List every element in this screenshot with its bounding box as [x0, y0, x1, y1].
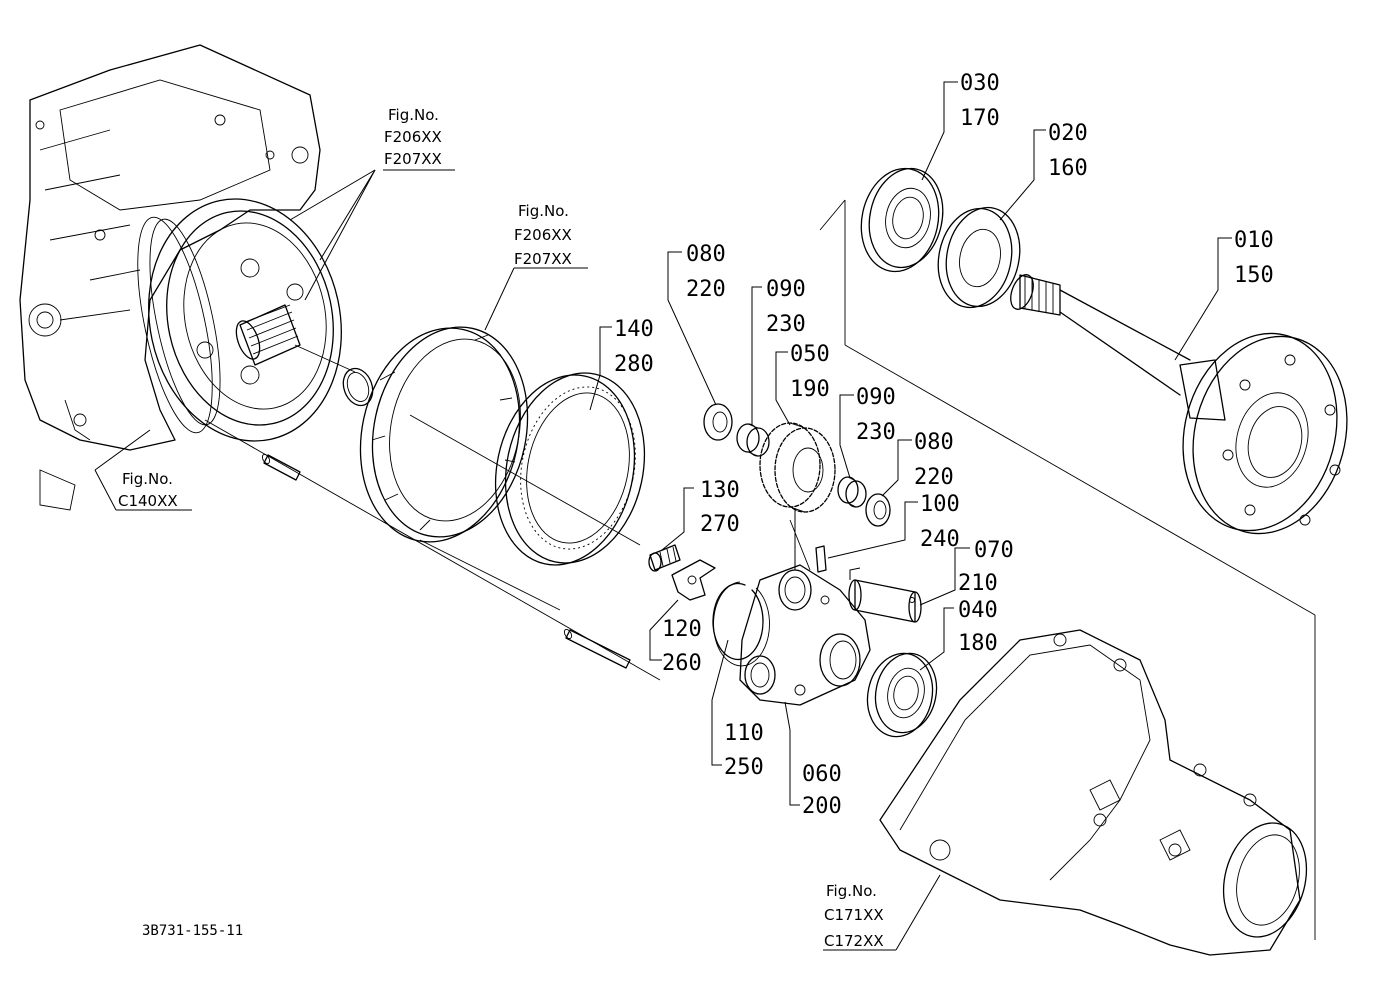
assembly-axis-lines	[204, 199, 1316, 940]
oil-seal	[937, 206, 1021, 309]
callout-number: 050	[790, 342, 830, 367]
callout-number: 170	[960, 106, 1000, 131]
callout-number: 230	[856, 420, 896, 445]
ball-bearing-axle	[860, 167, 944, 273]
ring-gear	[494, 372, 646, 566]
callout-number: 260	[662, 651, 702, 676]
callout-140: 140 280	[614, 317, 654, 377]
callout-number: 120	[662, 617, 702, 642]
callout-number: 150	[1234, 263, 1274, 288]
callout-090-upper: 090 230	[766, 277, 806, 337]
snap-ring	[712, 581, 770, 667]
planet-carrier	[739, 564, 871, 706]
lock-plate	[671, 559, 716, 601]
fig-ref-leaders	[94, 169, 941, 951]
needle-bearing-left	[736, 423, 770, 457]
fig-ref-heading: Fig.No.	[122, 470, 173, 488]
callout-number: 210	[958, 571, 998, 596]
callout-number: 070	[974, 538, 1014, 563]
callout-number: 090	[766, 277, 806, 302]
callout-number: 020	[1048, 121, 1088, 146]
callout-040: 040 180	[958, 598, 998, 656]
callout-number: 240	[920, 527, 960, 552]
callout-090-lower: 090 230	[856, 385, 896, 445]
leader-lines	[589, 81, 1232, 806]
fig-ref-heading: Fig.No.	[826, 882, 877, 900]
ball-bearing-carrier	[866, 652, 938, 738]
callout-number: 180	[958, 631, 998, 656]
callout-100: 100 240	[920, 492, 960, 552]
callout-080-upper: 080 220	[686, 242, 726, 302]
callout-050: 050 190	[790, 342, 830, 402]
o-ring	[342, 367, 374, 407]
fig-ref-line: C171XX	[824, 906, 884, 924]
callout-number: 040	[958, 598, 998, 623]
callout-number: 140	[614, 317, 654, 342]
callout-130: 130 270	[700, 478, 740, 537]
callout-110: 110 250	[724, 721, 764, 780]
fig-ref-top-left: Fig.No. F206XX F207XX	[384, 106, 442, 168]
fig-ref-line: F207XX	[514, 250, 572, 268]
retainer-cage	[359, 326, 529, 543]
callout-060: 060 200	[802, 762, 842, 819]
callout-number: 220	[686, 277, 726, 302]
fig-ref-heading: Fig.No.	[518, 202, 569, 220]
fig-ref-left: Fig.No. C140XX	[118, 470, 178, 510]
thrust-washer-right	[865, 493, 891, 527]
callout-120: 120 260	[662, 617, 702, 676]
callout-number: 190	[790, 377, 830, 402]
callout-010: 010 150	[1234, 228, 1274, 288]
callout-number: 220	[914, 465, 954, 490]
needle-bearing-right	[837, 476, 867, 508]
callout-number: 080	[914, 430, 954, 455]
fig-ref-line: F207XX	[384, 150, 442, 168]
fig-ref-mid: Fig.No. F206XX F207XX	[514, 202, 572, 268]
thrust-washer-left	[703, 403, 733, 441]
fig-ref-line: F206XX	[384, 128, 442, 146]
drawing-code: 3B731-155-11	[142, 923, 243, 939]
planet-shaft	[848, 579, 922, 623]
roll-pin	[815, 545, 827, 573]
fig-ref-bottom: Fig.No. C171XX C172XX	[824, 882, 884, 950]
dowel-pin-lower	[563, 628, 631, 669]
fig-ref-heading: Fig.No.	[388, 106, 439, 124]
callout-number: 010	[1234, 228, 1274, 253]
callout-number: 160	[1048, 156, 1088, 181]
callout-number: 200	[802, 794, 842, 819]
callout-number: 090	[856, 385, 896, 410]
transmission-housing	[19, 44, 342, 511]
callout-number: 030	[960, 71, 1000, 96]
fig-ref-line: F206XX	[514, 226, 572, 244]
callout-020: 020 160	[1048, 121, 1088, 181]
callout-030: 030 170	[960, 71, 1000, 131]
fig-ref-line: C172XX	[824, 932, 884, 950]
callout-number: 100	[920, 492, 960, 517]
bolt	[648, 544, 681, 572]
callout-070: 070 210	[958, 538, 1014, 596]
callout-number: 110	[724, 721, 764, 746]
callout-number: 270	[700, 512, 740, 537]
callout-number: 080	[686, 242, 726, 267]
callout-number: 060	[802, 762, 842, 787]
callout-080-lower: 080 220	[914, 430, 954, 490]
axle-shaft	[1010, 274, 1348, 535]
planet-gear	[759, 422, 836, 513]
dowel-pin-left	[261, 453, 301, 481]
callout-number: 250	[724, 755, 764, 780]
fig-ref-line: C140XX	[118, 492, 178, 510]
callout-number: 280	[614, 352, 654, 377]
axle-housing	[879, 629, 1308, 956]
callout-number: 230	[766, 312, 806, 337]
callout-number: 130	[700, 478, 740, 503]
